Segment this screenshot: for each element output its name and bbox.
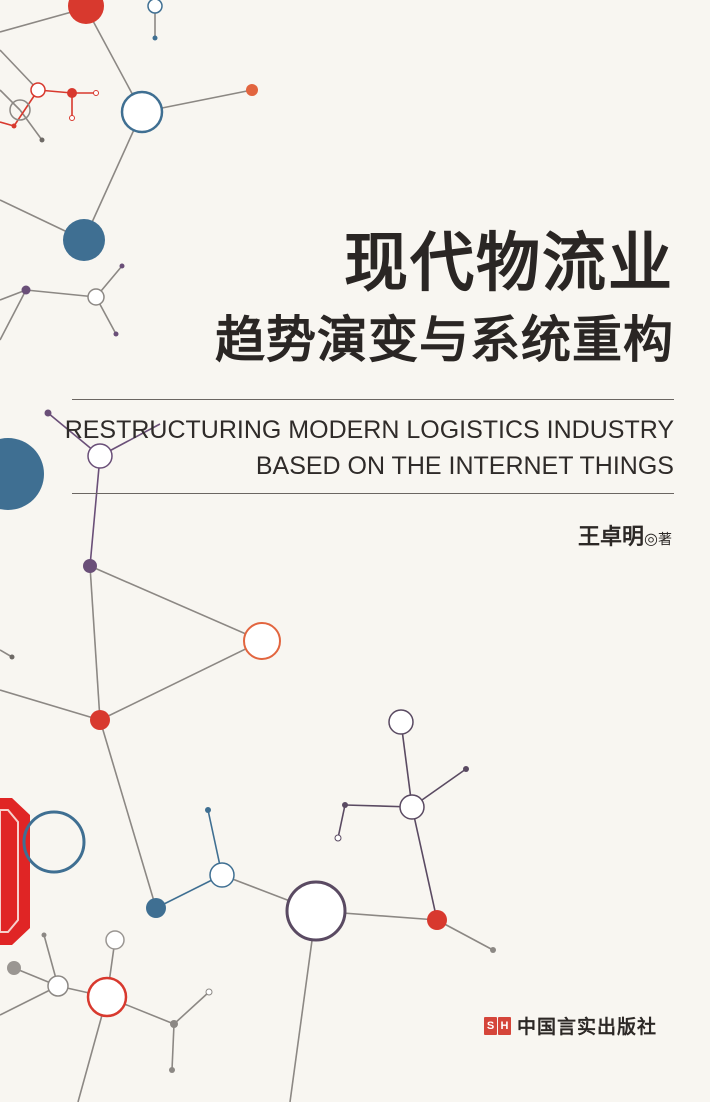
author-credit: 王卓明◎著 xyxy=(578,519,672,551)
divider-top xyxy=(72,399,674,400)
publisher-logo-icon: S H xyxy=(484,1016,511,1035)
english-title-line2: BASED ON THE INTERNET THINGS xyxy=(255,452,674,480)
book-subtitle: 趋势演变与系统重构 xyxy=(215,311,674,369)
publisher-name: 中国言实出版社 xyxy=(517,1016,658,1038)
english-title-line1: RESTRUCTURING MODERN LOGISTICS INDUSTRY xyxy=(64,416,674,444)
publisher: S H 中国言实出版社 xyxy=(484,1012,657,1039)
author-name: 王卓明 xyxy=(578,524,645,550)
divider-bottom xyxy=(72,493,674,494)
author-separator: ◎ xyxy=(644,529,658,548)
book-title: 现代物流业 xyxy=(344,227,674,301)
publisher-logo-letter: H xyxy=(498,1016,511,1035)
publisher-logo-letter: S xyxy=(484,1016,497,1035)
author-role: 著 xyxy=(658,532,672,548)
